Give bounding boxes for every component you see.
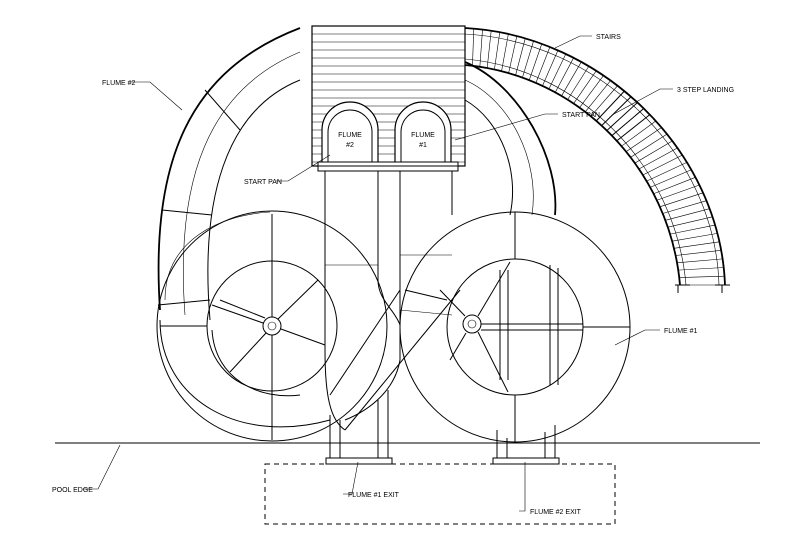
label-start-pan-left: START PAN — [244, 179, 282, 186]
stair-tread — [590, 85, 618, 117]
flume-1-tag-line2: #1 — [419, 142, 427, 149]
stair-tread — [501, 33, 509, 72]
stair-tread — [677, 258, 723, 264]
flume-2-tag-line1: FLUME — [338, 132, 362, 139]
label-3-step-landing: 3 STEP LANDING — [677, 87, 734, 94]
stair-tread — [675, 249, 722, 256]
label-flume-1: FLUME #1 — [664, 328, 698, 335]
stair-tread — [670, 224, 716, 235]
stair-tread — [625, 127, 662, 152]
stair-tread — [542, 50, 559, 86]
start-tower: FLUME #2 FLUME #1 — [311, 25, 466, 172]
stair-tread — [584, 80, 611, 113]
label-stairs: STAIRS — [596, 34, 621, 41]
stair-tread — [522, 40, 534, 78]
stair-tread — [479, 29, 483, 67]
stair-tread — [638, 147, 678, 170]
stair-tread — [662, 200, 707, 214]
stair-tread — [653, 177, 696, 195]
label-flume-2-exit: FLUME #2 EXIT — [530, 509, 582, 516]
flume-2-tag-line2: #2 — [346, 142, 354, 149]
stair-tread — [634, 140, 673, 164]
stair-tread — [567, 66, 590, 100]
stair-tread — [508, 35, 518, 74]
stair-tread — [548, 53, 567, 90]
stairs — [464, 27, 730, 293]
stair-tread — [573, 70, 597, 104]
landing-step — [595, 90, 625, 122]
stair-tread — [486, 30, 492, 69]
pool-outline — [264, 463, 616, 525]
stair-tread — [678, 267, 724, 271]
label-start-pan-right: START PAN — [562, 112, 600, 119]
label-flume-2: FLUME #2 — [102, 80, 136, 87]
stair-tread — [472, 28, 475, 66]
right-spiral-loop — [399, 211, 631, 443]
stair-tread — [621, 120, 656, 147]
stair-tread — [665, 208, 710, 221]
stair-tread — [667, 216, 713, 228]
stair-tread — [535, 46, 551, 84]
landing-step — [606, 102, 638, 131]
stair-tread — [528, 43, 543, 81]
landing-step — [611, 108, 645, 137]
label-flume-1-exit: FLUME #1 EXIT — [348, 492, 400, 499]
stair-tread — [659, 192, 704, 208]
stair-tread — [679, 275, 725, 278]
stair-tread — [515, 38, 526, 76]
exit-flumes — [325, 390, 560, 465]
s-cross-tubes — [324, 170, 461, 431]
stair-tread — [642, 154, 683, 176]
flume-1-upper-curve — [464, 61, 557, 216]
landing-step — [601, 96, 632, 127]
flume-1-tag-line1: FLUME — [411, 132, 435, 139]
label-pool-edge: POOL EDGE — [52, 487, 93, 494]
stair-tread — [672, 233, 718, 242]
stair-tread — [494, 32, 501, 70]
left-spiral-loop — [156, 210, 388, 442]
stair-tread — [673, 241, 720, 249]
stair-tread — [579, 75, 604, 108]
stair-tread — [650, 169, 692, 188]
leader-lines — [83, 35, 673, 512]
stair-tread — [646, 162, 688, 182]
stair-tread — [555, 57, 574, 93]
stair-tread — [561, 61, 582, 97]
landing-step — [616, 114, 651, 142]
stair-tread — [630, 133, 668, 158]
stair-tread — [656, 184, 700, 201]
flume-2-outer-loop — [157, 27, 301, 321]
